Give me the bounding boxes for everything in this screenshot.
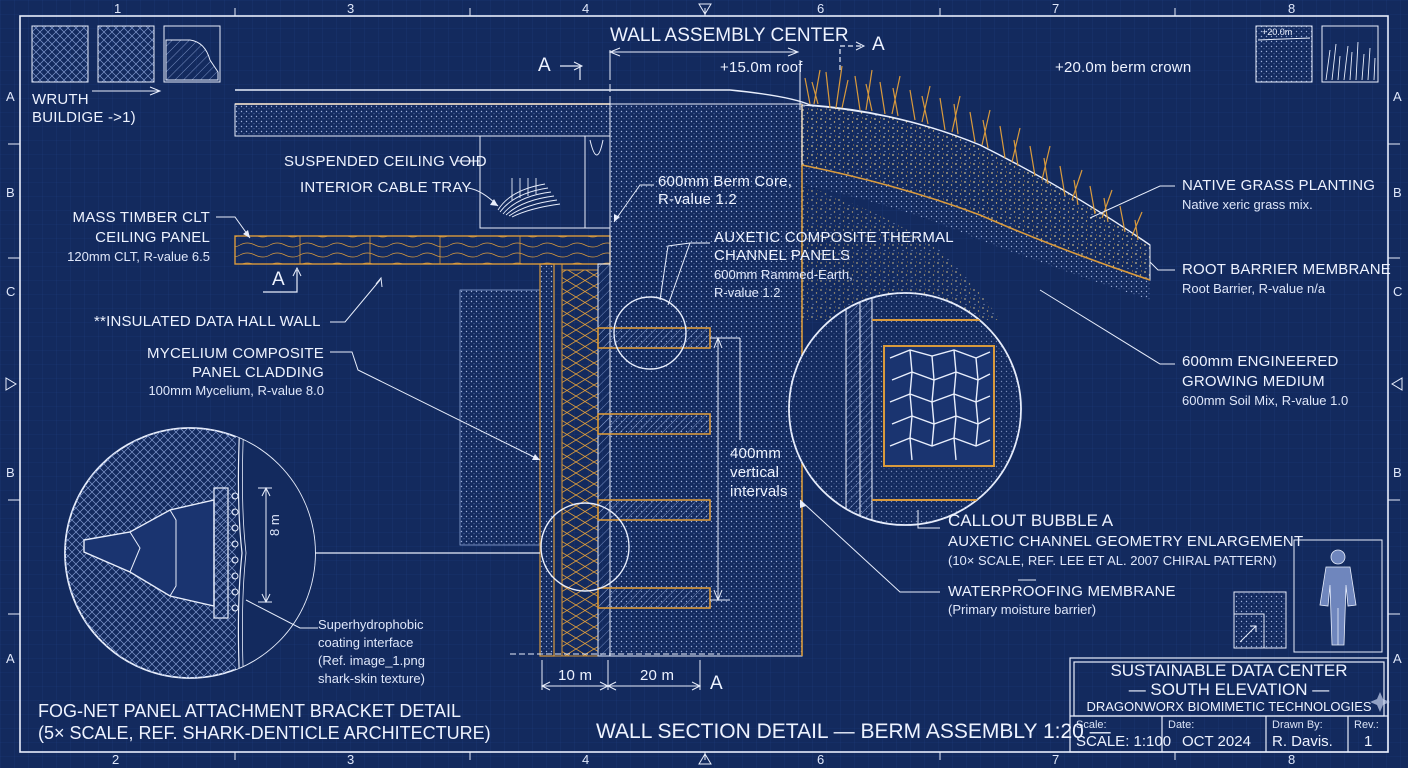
grid-ref-top-3: 3	[347, 1, 355, 16]
grid-ref-top-6: 6	[817, 1, 825, 16]
coating-label-1: Superhydrophobic	[318, 617, 424, 632]
grid-ref-bottom-2: 2	[112, 752, 120, 767]
root-barrier-title: ROOT BARRIER MEMBRANE	[1182, 261, 1391, 278]
section-marker-a-bottom: A	[710, 673, 723, 694]
title-block-date-value: OCT 2024	[1182, 733, 1251, 750]
growing-medium-title-1: 600mm ENGINEERED	[1182, 353, 1339, 370]
intervals-label-1: 400mm	[730, 445, 782, 462]
mycelium-title-2: PANEL CLADDING	[192, 364, 324, 381]
auxetic-spec-2: R-value 1.2	[714, 285, 781, 300]
auxetic-spec-1: 600mm Rammed-Earth,	[714, 267, 853, 282]
grid-ref-bottom-3: 3	[347, 752, 355, 767]
callout-sub-1: AUXETIC CHANNEL GEOMETRY ENLARGEMENT	[948, 533, 1304, 550]
mycelium-spec: 100mm Mycelium, R-value 8.0	[148, 383, 324, 398]
grid-ref-right-a1: A	[1393, 89, 1402, 104]
section-detail-title: WALL SECTION DETAIL — BERM ASSEMBLY 1:20…	[596, 720, 1111, 743]
auxetic-title-1: AUXETIC COMPOSITE THERMAL	[714, 229, 954, 246]
grid-ref-bottom-4: 4	[582, 752, 590, 767]
ceiling-void-label: SUSPENDED CEILING VOID	[284, 153, 487, 170]
callout-sub-2: (10× SCALE, REF. LEE ET AL. 2007 CHIRAL …	[948, 553, 1277, 568]
title-block-project-2: — SOUTH ELEVATION —	[1128, 680, 1330, 699]
coating-label-3: (Ref. image_1.png	[318, 653, 425, 668]
growing-medium-spec: 600mm Soil Mix, R-value 1.0	[1182, 393, 1349, 408]
section-marker-a-right: A	[872, 34, 885, 55]
grass-spec: Native xeric grass mix.	[1182, 197, 1313, 212]
waterproofing-title: WATERPROOFING MEMBRANE	[948, 583, 1176, 600]
fog-net-detail-title-2: (5× SCALE, REF. SHARK-DENTICLE ARCHITECT…	[38, 723, 491, 743]
berm-core-label-2: R-value 1.2	[658, 191, 737, 208]
grid-ref-right-c: C	[1393, 284, 1403, 299]
wall-assembly-center-label: WALL ASSEMBLY CENTER	[610, 25, 849, 46]
coating-label-2: coating interface	[318, 635, 414, 650]
title-block-drawn-value: R. Davis.	[1272, 733, 1333, 750]
sheet-frame	[19, 15, 1389, 753]
thumb-label: +20.0m	[1262, 27, 1293, 37]
data-hall-wall-label: **INSULATED DATA HALL WALL	[94, 313, 321, 330]
clt-spec: 120mm CLT, R-value 6.5	[67, 249, 210, 264]
grid-ref-top-4: 4	[582, 1, 590, 16]
auxetic-title-2: CHANNEL PANELS	[714, 247, 851, 264]
grass-title: NATIVE GRASS PLANTING	[1182, 177, 1376, 194]
dimension-20m: 20 m	[640, 667, 675, 684]
grid-ref-right-a2: A	[1393, 651, 1402, 666]
growing-medium-title-2: GROWING MEDIUM	[1182, 373, 1325, 390]
grid-ref-left-b2: B	[6, 465, 15, 480]
intervals-label-3: intervals	[730, 483, 788, 500]
title-block-rev-label: Rev.:	[1354, 719, 1379, 731]
bracket-dimension: 8 m	[267, 514, 282, 536]
grid-ref-right-b2: B	[1393, 465, 1402, 480]
title-block-company: DRAGONWORX BIOMIMETIC TECHNOLOGIES	[1086, 699, 1372, 714]
waterproofing-spec: (Primary moisture barrier)	[948, 602, 1097, 617]
grid-ref-right-b1: B	[1393, 185, 1402, 200]
roof-level-label: +15.0m roof	[720, 59, 803, 76]
root-barrier-spec: Root Barrier, R-value n/a	[1182, 281, 1326, 296]
corner-note-line2: BUILDIGE ->1)	[32, 109, 136, 126]
grid-ref-top-8: 8	[1288, 1, 1296, 16]
dimension-10m: 10 m	[558, 667, 593, 684]
title-block-scale-value: SCALE: 1:100	[1076, 733, 1172, 750]
title-block-drawn-label: Drawn By:	[1272, 719, 1323, 731]
title-block-date-label: Date:	[1168, 719, 1195, 731]
grid-ref-left-b1: B	[6, 185, 15, 200]
grid-ref-left-a1: A	[6, 89, 15, 104]
section-marker-a-left: A	[538, 55, 551, 76]
berm-crown-label: +20.0m berm crown	[1055, 59, 1192, 76]
title-block-project-1: SUSTAINABLE DATA CENTER	[1110, 661, 1348, 680]
grid-ref-bottom-8: 8	[1288, 752, 1296, 767]
grid-ref-top-7: 7	[1052, 1, 1060, 16]
section-marker-a-low: A	[272, 269, 285, 290]
grid-ref-left-a2: A	[6, 651, 15, 666]
grid-ref-bottom-7: 7	[1052, 752, 1060, 767]
clt-title-2: CEILING PANEL	[95, 229, 210, 246]
fog-net-detail-title-1: FOG-NET PANEL ATTACHMENT BRACKET DETAIL	[38, 701, 462, 721]
coating-label-4: shark-skin texture)	[318, 671, 425, 686]
grid-ref-left-c: C	[6, 284, 16, 299]
callout-bubble-title: CALLOUT BUBBLE A	[948, 511, 1114, 530]
grid-ref-bottom-6: 6	[817, 752, 825, 767]
corner-note-line1: WRUTH	[32, 91, 89, 108]
grid-ref-top-1: 1	[114, 1, 122, 16]
berm-core-label-1: 600mm Berm Core,	[658, 173, 793, 190]
intervals-label-2: vertical	[730, 464, 780, 481]
title-block-scale-label: Scale:	[1076, 719, 1107, 731]
cable-tray-label: INTERIOR CABLE TRAY	[300, 179, 472, 196]
title-block-rev-value: 1	[1364, 733, 1373, 750]
mycelium-title-1: MYCELIUM COMPOSITE	[147, 345, 324, 362]
clt-title-1: MASS TIMBER CLT	[72, 209, 210, 226]
